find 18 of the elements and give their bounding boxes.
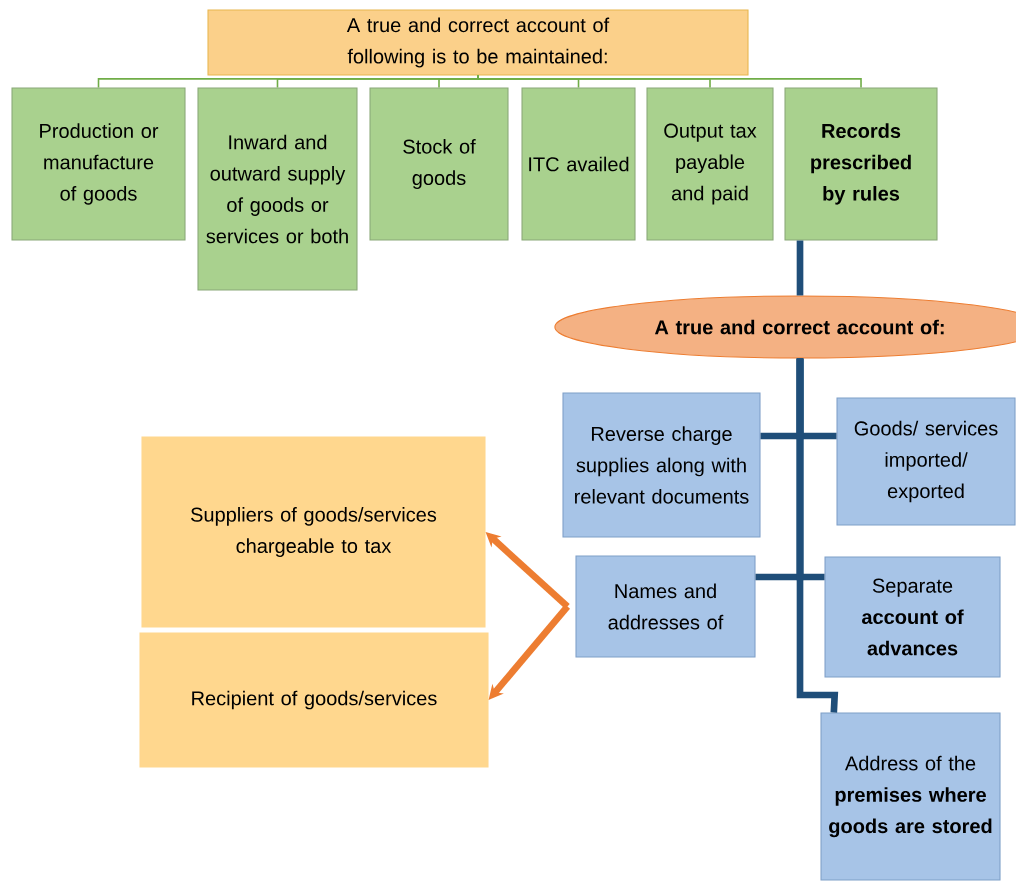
process-box: Production or manufacture of goods [11, 87, 186, 241]
note-box: Suppliers of goods/services chargeable to tax [141, 436, 486, 628]
process-box: Reverse charge supplies along with relevant documents [562, 392, 761, 538]
process-box: Goods/ services imported/ exported [836, 397, 1016, 526]
process-box: Records prescribed by rules [784, 87, 938, 241]
process-box: Address of the premises where goods are stored [820, 712, 1001, 881]
note-box: Recipient of goods/services [139, 632, 489, 768]
connector [796, 240, 804, 296]
title-box: A true and correct account of following is to be maintained: [207, 9, 749, 76]
process-box: Output tax payable and paid [646, 87, 774, 241]
connector [477, 74, 862, 89]
process-box: Names and addresses of [575, 555, 756, 658]
process-box: Inward and outward supply of goods or services or both [197, 87, 358, 291]
process-box: Separate account of advances [824, 556, 1001, 678]
oval-node: A true and correct account of: [554, 295, 1016, 359]
process-box: ITC availed [521, 87, 636, 241]
connector [796, 358, 839, 713]
process-box: Stock of goods [369, 87, 509, 241]
